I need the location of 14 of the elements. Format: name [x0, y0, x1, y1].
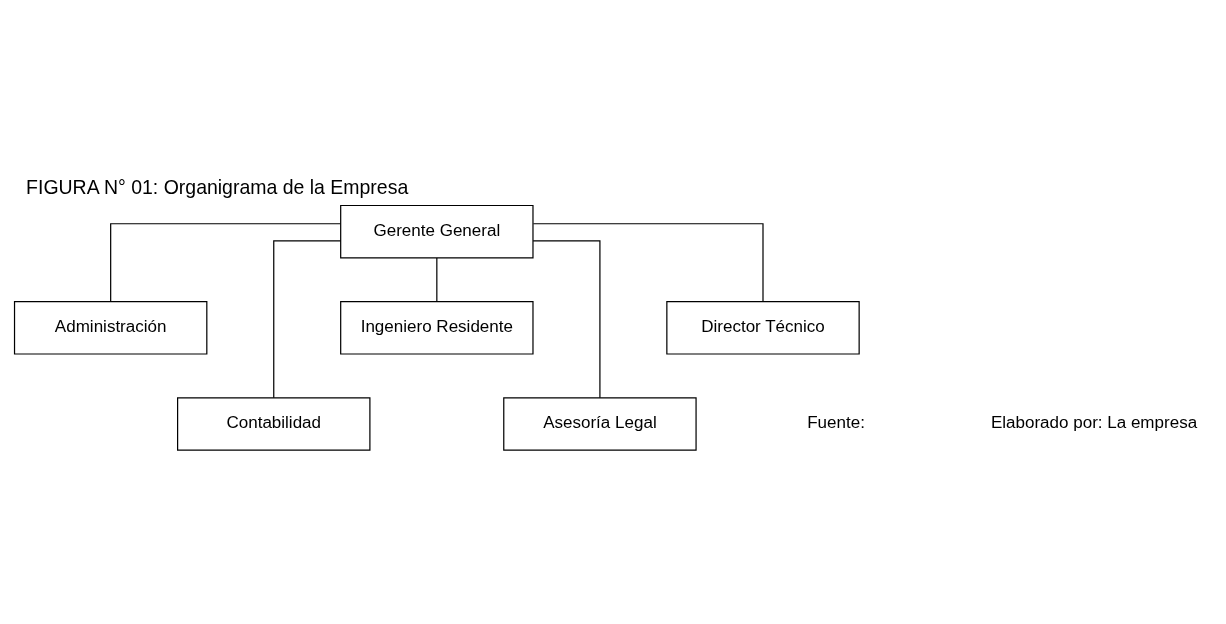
node-box: Asesoría Legal — [503, 397, 697, 451]
label: Elaborado por: La empresa — [990, 413, 1198, 433]
connector — [532, 223, 764, 303]
connector — [273, 240, 342, 399]
connector — [532, 240, 601, 399]
diagram-title: FIGURA N° 01: Organigrama de la Empresa — [26, 176, 409, 199]
connector — [110, 223, 341, 303]
label: Fuente: — [807, 413, 865, 433]
node-box: Administración — [13, 301, 208, 355]
node-box: Gerente General — [340, 204, 534, 259]
node-box: Contabilidad — [177, 397, 371, 451]
node-box: Director Técnico — [666, 301, 860, 355]
node-box: Ingeniero Residente — [340, 301, 534, 355]
connector — [436, 257, 438, 303]
